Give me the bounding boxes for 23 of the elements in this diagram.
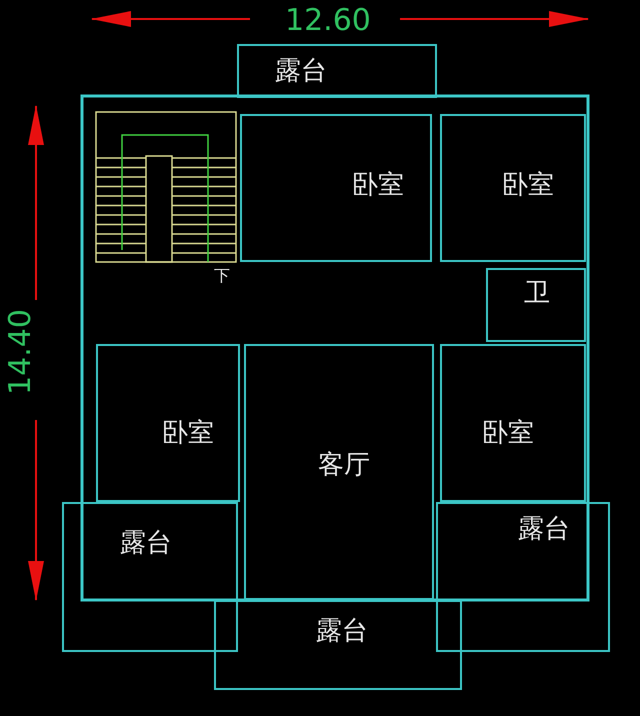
room-label: 卧室 <box>352 172 404 198</box>
room-area <box>240 114 432 262</box>
room-area <box>62 502 238 652</box>
room-label: 卧室 <box>482 420 534 446</box>
dimension-value: 14.40 <box>6 309 36 395</box>
stair-direction-label: 下 <box>214 268 230 284</box>
room-label: 露台 <box>316 618 368 644</box>
room-area <box>237 44 437 98</box>
dimension-value: 12.60 <box>285 6 371 36</box>
room-label: 卧室 <box>502 172 554 198</box>
room-area <box>440 114 586 262</box>
room-label: 客厅 <box>318 452 370 478</box>
room-area <box>244 344 434 600</box>
room-area <box>440 344 586 502</box>
room-label: 露台 <box>120 530 172 556</box>
room-area <box>214 600 462 690</box>
room-label: 卧室 <box>162 420 214 446</box>
room-area <box>486 268 586 342</box>
room-label: 卫 <box>524 280 550 306</box>
room-area <box>96 344 240 502</box>
room-area <box>436 502 610 652</box>
room-label: 露台 <box>275 58 327 84</box>
room-label: 露台 <box>518 516 570 542</box>
